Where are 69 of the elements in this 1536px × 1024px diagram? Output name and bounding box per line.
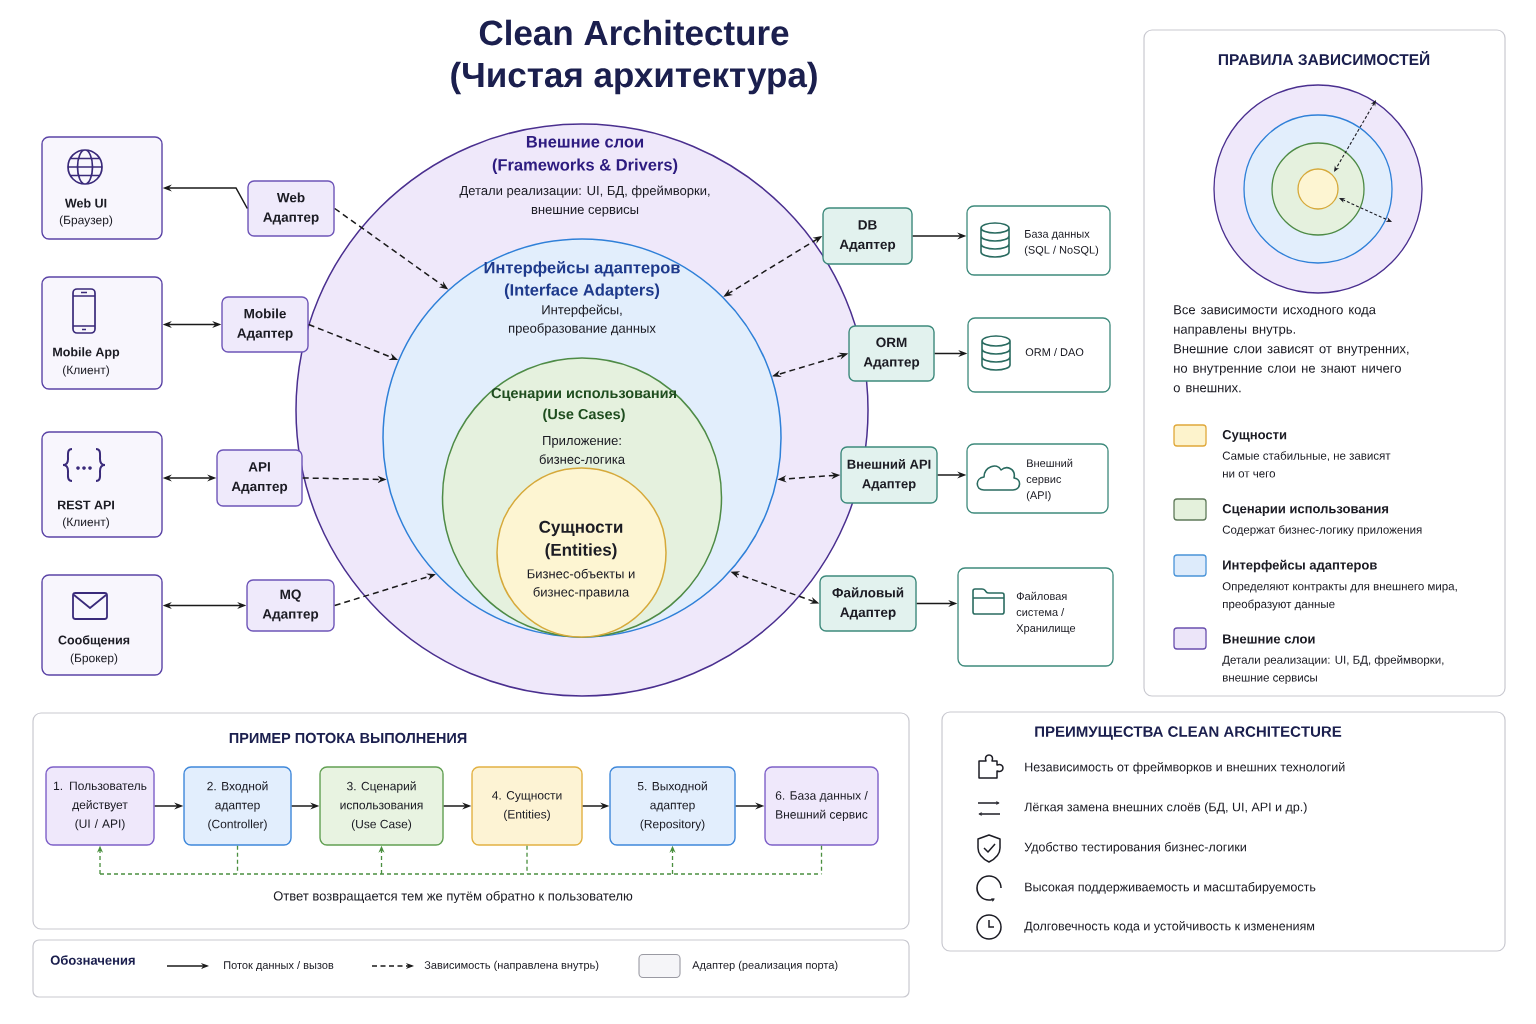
- legend-label: Сценарии использования: [1222, 504, 1389, 516]
- legend-description: Самые стабильные, не зависят ни от чего: [1222, 451, 1391, 478]
- layer-description: Детали реализации: UI, БД, фреймворки, внешние сервисы: [459, 185, 710, 217]
- flow-step-box: 1. Пользователь действует (UI / API): [45, 766, 155, 846]
- adapter-box: Внешний API Адаптер: [840, 446, 938, 504]
- layer-title: Сущности (Entities): [539, 520, 623, 560]
- legend-label: Зависимость (направлена внутрь): [424, 960, 599, 972]
- adapter-box: API Адаптер: [216, 449, 303, 507]
- client-title: Сообщения: [58, 635, 130, 647]
- adapter-box: MQ Адаптер: [246, 579, 335, 632]
- system-label: База данных (SQL / NoSQL): [1024, 230, 1099, 256]
- benefit-text: Высокая поддерживаемость и масштабируемость: [1025, 882, 1316, 894]
- panel-title: ПРЕИМУЩЕСТВА CLEAN ARCHITECTURE: [1035, 726, 1342, 740]
- flow-step-box: 6. База данных / Внешний сервис: [764, 766, 879, 846]
- system-label: ORM / DAO: [1025, 347, 1084, 357]
- title: Clean Architecture (Чистая архитектура): [451, 19, 817, 95]
- legend-label: Интерфейсы адаптеров: [1223, 559, 1377, 573]
- system-box: [966, 443, 1109, 514]
- legend-description: Детали реализации: UI, БД, фреймворки, внешние сервисы: [1222, 655, 1444, 684]
- client-box: [41, 276, 163, 390]
- client-box: [41, 431, 163, 538]
- layer-title: Сценарии использования (Use Cases): [491, 387, 676, 423]
- system-box: [966, 205, 1111, 276]
- client-subtitle: (Браузер): [59, 215, 113, 227]
- system-label: Файловая система / Хранилище: [1016, 591, 1076, 635]
- adapter-box: ORM Адаптер: [848, 325, 935, 382]
- legend-title: Обозначения: [50, 955, 135, 965]
- flow-step-box: 4. Сущности (Entities): [471, 766, 583, 846]
- adapter-box: DB Адаптер: [822, 207, 913, 265]
- layer-title: Внешние слои (Frameworks & Drivers): [492, 136, 678, 174]
- panel-title: ПРИМЕР ПОТОКА ВЫПОЛНЕНИЯ: [229, 732, 467, 744]
- benefit-text: Долговечность кода и устойчивость к изменениям: [1024, 921, 1315, 933]
- return-note: Ответ возвращается тем же путём обратно к пользователю: [273, 890, 633, 904]
- system-box: [957, 567, 1114, 667]
- rules-text: Внешние слои зависят от внутренних, но внутренние слои не знают ничего о внешних.: [1173, 344, 1409, 393]
- client-title: REST API: [58, 500, 114, 510]
- system-box: [967, 317, 1111, 393]
- legend-label: Сущности: [1222, 430, 1287, 442]
- legend-description: Определяют контракты для внешнего мира, преобразуют данные: [1222, 582, 1457, 611]
- client-title: Web UI: [64, 198, 107, 208]
- client-subtitle: (Клиент): [63, 365, 109, 377]
- client-box: [41, 136, 163, 240]
- dashed-line: [99, 873, 823, 875]
- benefit-text: Лёгкая замена внешних слоёв (БД, UI, API и др.): [1024, 802, 1307, 814]
- rules-text: Все зависимости исходного кода направлены внутрь.: [1174, 305, 1376, 337]
- layer-title: Интерфейсы адаптеров (Interface Adapters): [484, 261, 680, 299]
- layer-description: Приложение: бизнес-логика: [539, 436, 626, 464]
- flow-step-box: 3. Сценарий использования (Use Case): [319, 766, 444, 846]
- adapter-box: Web Адаптер: [247, 180, 335, 237]
- benefit-text: Независимость от фреймворков и внешних технологий: [1025, 762, 1345, 774]
- legend-label: Внешние слои: [1223, 634, 1315, 644]
- layer-circle: [496, 467, 667, 638]
- client-box: [41, 574, 163, 676]
- legend-label: Поток данных / вызов: [224, 960, 334, 972]
- adapter-box: Mobile Адаптер: [221, 296, 309, 353]
- legend-label: Адаптер (реализация порта): [692, 960, 838, 972]
- layer-description: Бизнес-объекты и бизнес-правила: [527, 568, 635, 600]
- flow-step-box: 5. Выходной адаптер (Repository): [609, 766, 736, 846]
- adapter-box: Файловый Адаптер: [819, 575, 917, 632]
- benefit-text: Удобство тестирования бизнес-логики: [1024, 842, 1246, 854]
- legend-description: Содержат бизнес-логику приложения: [1222, 525, 1422, 536]
- system-label: Внешний сервис (API): [1026, 458, 1073, 502]
- benefits-panel: [941, 711, 1506, 952]
- client-title: Mobile App: [53, 347, 120, 359]
- client-subtitle: (Клиент): [63, 517, 109, 529]
- panel-title: ПРАВИЛА ЗАВИСИМОСТЕЙ: [1218, 50, 1430, 66]
- layer-description: Интерфейсы, преобразование данных: [509, 304, 656, 336]
- flow-step-box: 2. Входной адаптер (Controller): [183, 766, 292, 846]
- client-subtitle: (Брокер): [70, 653, 118, 665]
